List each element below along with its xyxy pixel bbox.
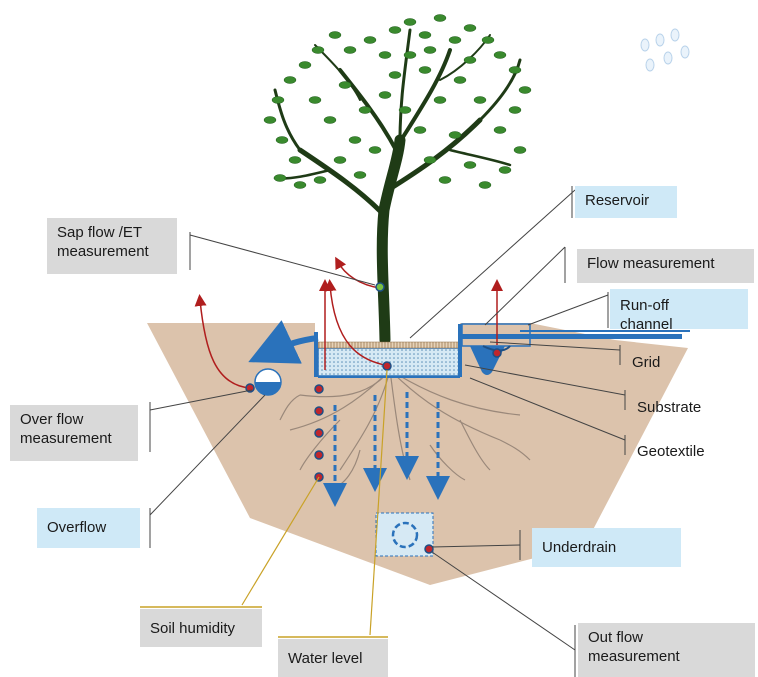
label-run-off-line1: Run-off: [620, 297, 669, 314]
soil-area: [147, 323, 688, 585]
label-run-off-line2: channel: [620, 315, 673, 329]
sap-flow-sensor: [375, 282, 385, 292]
label-flow-measurement: Flow measurement: [577, 249, 754, 283]
label-ticks: [149, 186, 626, 677]
label-out-flow-measurement: Out flow measurement: [578, 623, 755, 677]
reservoir-right-wall: [458, 324, 462, 377]
leader-lines: [149, 189, 626, 651]
label-grid: Grid: [632, 354, 661, 371]
label-sap-flow: Sap flow /ET measurement: [47, 218, 177, 274]
infiltration-arrows: [323, 392, 450, 507]
label-out-flow-line2: measurement: [588, 647, 680, 665]
label-soil-humidity: Soil humidity: [140, 609, 262, 647]
label-over-flow-measurement: Over flow measurement: [10, 405, 138, 461]
underdrain-box: [375, 512, 434, 557]
label-over-flow-line2: measurement: [20, 429, 112, 447]
label-reservoir: Reservoir: [575, 186, 677, 218]
reservoir-left-wall: [314, 332, 318, 377]
label-water-level: Water level: [278, 639, 388, 677]
label-substrate: Substrate: [637, 399, 702, 416]
overflow-arrow: [248, 320, 319, 364]
run-off-channel: [462, 334, 682, 339]
label-over-flow-line1: Over flow: [20, 411, 84, 428]
label-out-flow-line1: Out flow: [588, 629, 644, 646]
label-sap-flow-line1: Sap flow /ET: [57, 224, 143, 241]
grid-layer: [317, 341, 461, 349]
label-underlines: [140, 606, 388, 638]
evapotranspiration-arrows: [194, 256, 503, 389]
label-underdrain: Underdrain: [532, 528, 681, 567]
label-overflow: Overflow: [37, 508, 140, 548]
label-run-off-channel: Run-off channel: [610, 289, 748, 329]
rain-drops-icon: [640, 28, 690, 72]
probe-lines: [241, 369, 388, 636]
label-sap-flow-line2: measurement: [57, 242, 149, 260]
label-geotextile: Geotextile: [637, 443, 705, 460]
tree-canopy: [263, 14, 532, 189]
